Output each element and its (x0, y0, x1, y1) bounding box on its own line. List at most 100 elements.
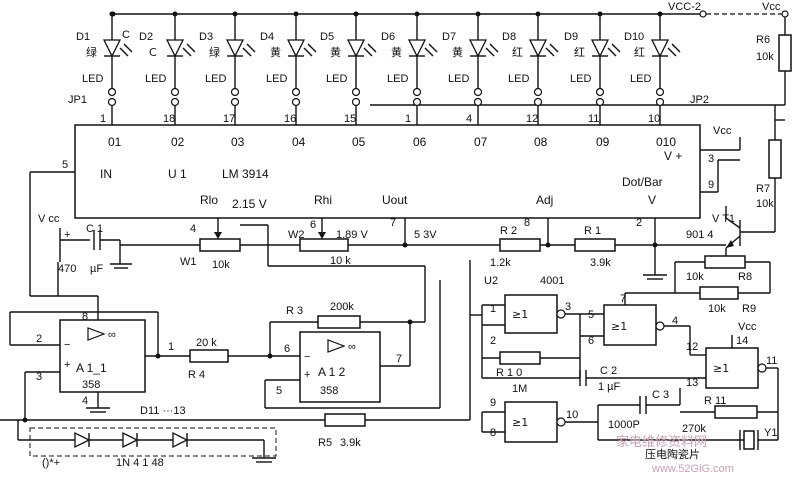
svg-text:+: + (304, 369, 310, 381)
svg-text:≥1: ≥1 (512, 308, 528, 321)
svg-text:3.9k: 3.9k (590, 257, 611, 269)
svg-text:IN: IN (100, 167, 112, 181)
svg-text:7: 7 (620, 293, 626, 305)
led-label: LED (266, 73, 287, 85)
svg-text:4: 4 (82, 395, 88, 407)
svg-text:3: 3 (565, 301, 571, 313)
input-diodes: D11 ···13 R5 3.9k ()*+ 1N 4 1 48 (0, 260, 471, 469)
vcc-rail: VCC-2 Vcc (110, 1, 789, 18)
ic-right-wiring: Vcc 3 9 R7 10k V T1 901 4 (686, 105, 785, 262)
led-color: 黄 (452, 45, 463, 59)
svg-text:LM 3914: LM 3914 (222, 167, 269, 181)
led-label: LED (82, 73, 103, 85)
svg-text:R6: R6 (756, 34, 770, 46)
svg-text:2: 2 (636, 217, 642, 229)
led-label: LED (326, 73, 347, 85)
ic-out-name: 06 (413, 135, 427, 149)
ic-out-name: 02 (171, 135, 185, 149)
svg-text:U 1: U 1 (168, 167, 187, 181)
svg-text:1M: 1M (512, 383, 527, 395)
svg-text:U2: U2 (484, 275, 498, 287)
vcc2-label: VCC-2 (668, 1, 701, 13)
ic-out-name: 03 (231, 135, 245, 149)
svg-text:901 4: 901 4 (686, 229, 714, 241)
svg-text:7: 7 (396, 353, 402, 365)
led-color: 红 (512, 46, 523, 59)
led-label: LED (387, 73, 408, 85)
svg-text:µF: µF (90, 263, 103, 275)
svg-text:≥1: ≥1 (512, 416, 528, 429)
d1-extra-label: C (122, 29, 130, 41)
logic-u2-4001: U2 4001 ≥1 1 2 3 ≥1 5 6 4 7 R 1 0 1M (470, 275, 779, 461)
svg-text:压电陶瓷片: 压电陶瓷片 (645, 447, 700, 461)
ic-u1-lm3914: IN U 1 LM 3914 V + Dot/Bar V Rlo 2.15 V … (74, 124, 701, 219)
led-color: 黄 (391, 45, 402, 59)
svg-text:+: + (64, 229, 70, 241)
ic-out-pin: 4 (466, 113, 472, 125)
led-color: 红 (574, 46, 585, 59)
ic-out-pin: 16 (284, 113, 296, 125)
svg-text:10k: 10k (212, 259, 230, 271)
ic-out-name: 07 (474, 135, 488, 149)
resistor-r6: R6 10k (370, 17, 792, 106)
jp2-label: JP2 (690, 94, 709, 106)
led-ref: D10 (624, 31, 644, 43)
ic-out-name: 05 (352, 135, 366, 149)
svg-text:2: 2 (490, 335, 496, 347)
svg-text:Uout: Uout (382, 193, 408, 207)
led-color: 绿 (209, 45, 220, 59)
svg-text:Adj: Adj (536, 193, 553, 207)
svg-text:R8: R8 (738, 271, 752, 283)
svg-text:∞: ∞ (108, 329, 116, 341)
led-ref: D3 (199, 31, 213, 43)
led-color: 黄 (270, 45, 281, 59)
led-label: LED (448, 73, 469, 85)
svg-text:270k: 270k (682, 423, 706, 435)
led-label: LED (145, 73, 166, 85)
svg-text:10k: 10k (708, 303, 726, 315)
ic-in-wire: 5 (29, 159, 98, 297)
svg-text:Rlo: Rlo (200, 193, 218, 207)
svg-text:−: − (64, 339, 70, 351)
svg-text:−: − (304, 351, 310, 363)
svg-text:+: + (64, 359, 70, 371)
led-label: LED (570, 73, 591, 85)
svg-text:C 3: C 3 (652, 389, 669, 401)
svg-text:V cc: V cc (38, 213, 60, 225)
ic-out-pin: 10 (648, 113, 660, 125)
ic-out-name: 09 (596, 135, 610, 149)
svg-text:Dot/Bar: Dot/Bar (622, 175, 663, 189)
svg-text:C 2: C 2 (600, 365, 617, 377)
svg-text:Vcc: Vcc (738, 321, 757, 333)
svg-text:W2: W2 (288, 229, 305, 241)
resistors-r8-r9: 10k R8 10k R9 (625, 255, 771, 315)
svg-text:R9: R9 (742, 303, 756, 315)
led-ref: D5 (320, 31, 334, 43)
ic-out-name: 04 (292, 135, 306, 149)
led-color: 绿 (86, 45, 97, 59)
ic-out-pin: 17 (223, 113, 235, 125)
svg-text:10k: 10k (756, 198, 774, 210)
svg-text:R7: R7 (756, 183, 770, 195)
led-color: 红 (634, 46, 645, 59)
reference-network: V cc + C 1 470 µF 4 W1 10k 6 W2 1.89 V 1… (38, 213, 726, 322)
led-ref: D8 (502, 31, 516, 43)
jp1-label: JP1 (68, 94, 87, 106)
svg-text:V +: V + (664, 149, 682, 163)
led-ref: D7 (442, 31, 456, 43)
led-color: C (149, 46, 157, 59)
svg-text:1N 4 1 48: 1N 4 1 48 (116, 457, 164, 469)
svg-text:1.89 V: 1.89 V (336, 229, 368, 241)
svg-text:A 1 2: A 1 2 (318, 365, 346, 379)
svg-text:4: 4 (672, 315, 678, 327)
svg-text:8: 8 (524, 217, 530, 229)
svg-text:5: 5 (62, 159, 68, 171)
svg-text:R 1: R 1 (584, 225, 601, 237)
svg-text:3: 3 (708, 153, 714, 165)
